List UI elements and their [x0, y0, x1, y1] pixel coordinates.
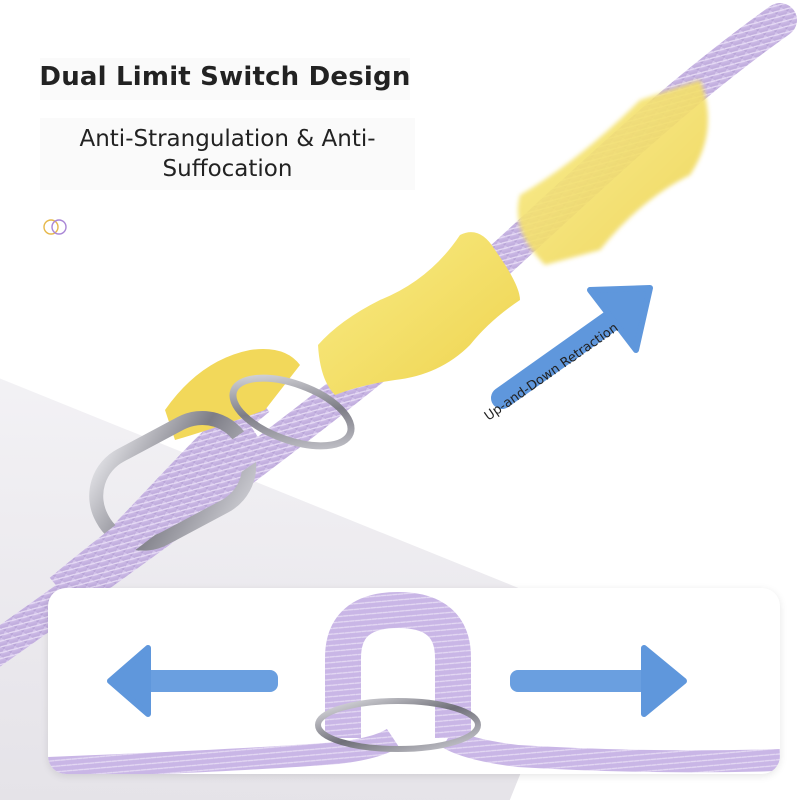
- interlocking-rings-icon: [43, 219, 67, 235]
- title-backdrop: [40, 58, 410, 100]
- right-arrow-icon: [510, 645, 687, 717]
- subtitle-line-2: Suffocation: [162, 156, 293, 182]
- adjustment-card: [48, 588, 780, 774]
- subtitle-backdrop: [40, 118, 415, 190]
- page-title: Dual Limit Switch Design: [39, 62, 411, 92]
- diagonal-up-right-arrow-icon: [491, 285, 653, 409]
- subtitle-line-1: Anti-Strangulation & Anti-: [79, 126, 376, 152]
- subtitle: Anti-Strangulation & Anti- Suffocation: [40, 124, 415, 184]
- loop-illustration: [48, 591, 780, 774]
- left-arrow-icon: [107, 645, 278, 717]
